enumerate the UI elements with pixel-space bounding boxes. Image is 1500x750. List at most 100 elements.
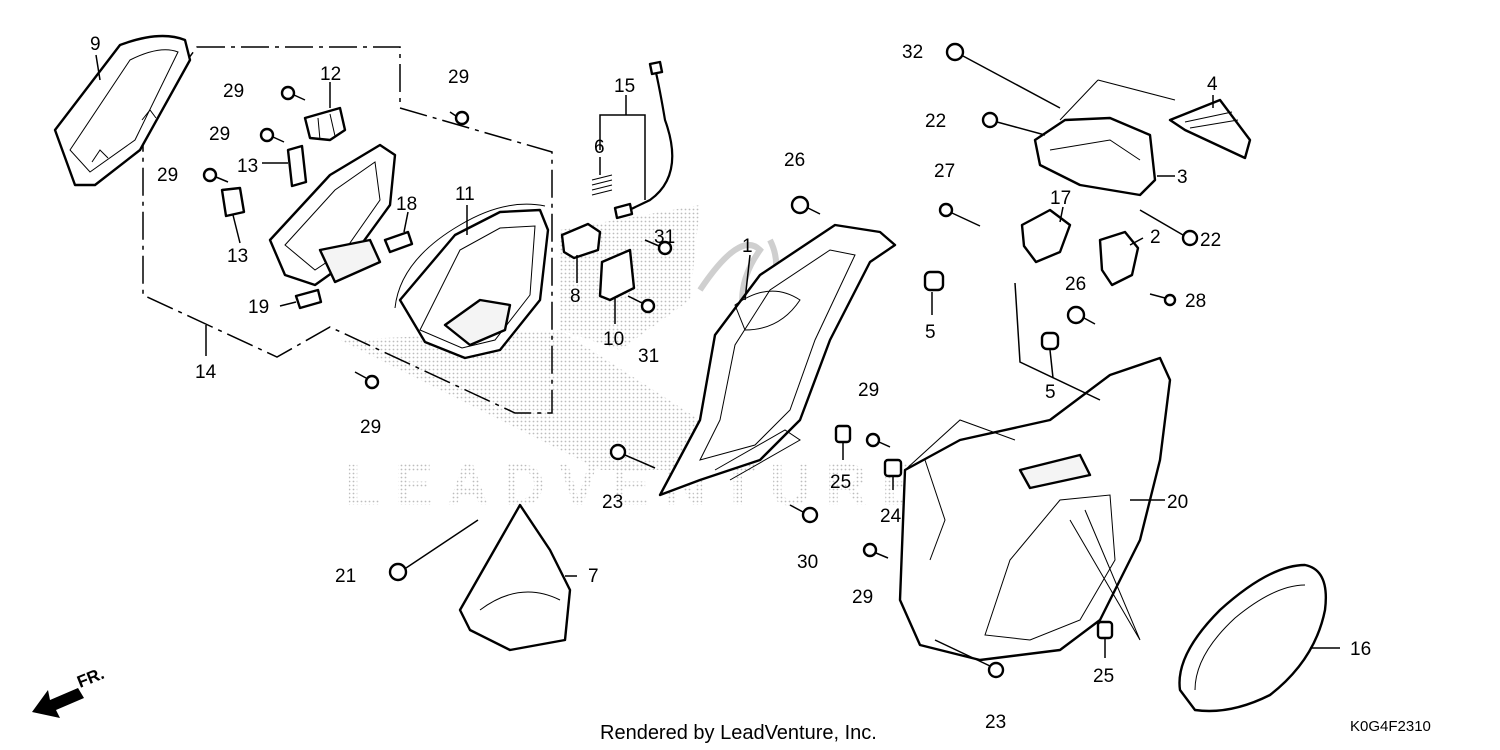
part-16-pad [1178,563,1327,713]
part-10-bracket [598,248,636,302]
callout-11: 11 [455,184,475,205]
part-3-cover [1033,116,1157,197]
part-17-bracket [1020,208,1072,264]
callout-24: 24 [880,506,902,527]
callout-4: 4 [1207,74,1218,95]
callout-5: 5 [1045,382,1056,403]
part-14-inner-panel [268,143,397,287]
callout-16: 16 [1350,639,1371,660]
callouts: 9 12 29 29 29 13 29 13 18 11 19 14 29 15… [90,34,1371,733]
callout-23: 23 [602,492,623,513]
callout-29: 29 [223,81,244,102]
callout-29: 29 [448,67,469,88]
leader-lines [95,54,1340,658]
callout-7: 7 [588,566,599,587]
front-label: FR. [74,664,107,692]
callout-15: 15 [614,76,635,97]
callout-31: 31 [654,227,675,248]
part-15-cable [613,60,674,220]
screw-icon [1163,293,1177,307]
callout-14: 14 [195,362,217,383]
part-9-lid [53,34,192,187]
screw-icon [202,167,218,183]
part-18-clip [383,230,414,254]
callout-27: 27 [934,161,955,182]
diagram-code: K0G4F2310 [1350,718,1431,735]
screw-icon [801,506,819,524]
callout-29: 29 [209,124,230,145]
callout-29: 29 [852,587,873,608]
screw-icon [609,443,627,461]
screw-icon [454,110,470,126]
grommet-icon [790,195,810,215]
callout-22: 22 [1200,230,1221,251]
part-2-hook [1098,230,1140,287]
callout-25: 25 [830,472,851,493]
part-7-lower-cover [458,503,572,652]
screw-icon [640,298,656,314]
callout-19: 19 [248,297,269,318]
callout-9: 9 [90,34,101,55]
screw-icon [865,432,881,448]
callout-21: 21 [335,566,356,587]
part-1-inner-cover [658,223,897,497]
callout-25: 25 [1093,666,1114,687]
part-6-spring [591,174,613,196]
screw-icon [364,374,380,390]
arrow-left-icon [32,688,84,718]
callout-20: 20 [1167,492,1188,513]
part-8-latch [560,222,602,260]
callout-26: 26 [1065,274,1086,295]
callout-29: 29 [858,380,879,401]
callout-1: 1 [742,236,753,257]
callout-28: 28 [1185,291,1206,312]
front-direction-indicator: FR. [32,664,107,718]
callout-5: 5 [925,322,936,343]
part-13-clip-a [286,144,308,188]
callout-30: 30 [797,552,818,573]
part-11-storage-box [394,203,550,360]
screw-icon [862,542,878,558]
callout-26: 26 [784,150,805,171]
callout-2: 2 [1150,227,1161,248]
part-4-trim [1168,98,1252,160]
screw-icon [987,661,1005,679]
callout-13: 13 [227,246,248,267]
screw-icon [657,240,673,256]
grommet-icon [1066,305,1086,325]
clip-icon [883,458,903,478]
callout-12: 12 [320,64,341,85]
bushing-icon [923,270,945,292]
bolt-icon [945,42,965,62]
part-12-bracket [303,106,347,142]
callout-13: 13 [237,156,258,177]
callout-32: 32 [902,42,923,63]
callout-18: 18 [396,194,417,215]
bolt-icon [1181,229,1199,247]
callout-3: 3 [1177,167,1188,188]
clip-icon [1096,620,1114,640]
callout-22: 22 [925,111,946,132]
callout-8: 8 [570,286,581,307]
watermark-text: LEADVENTURE [345,453,934,518]
callout-17: 17 [1050,188,1071,209]
screw-icon [938,202,954,218]
bolt-icon [981,111,999,129]
callout-10: 10 [603,329,624,350]
screw-icon [280,85,296,101]
callout-29: 29 [157,165,178,186]
callout-31: 31 [638,346,659,367]
credit-text: Rendered by LeadVenture, Inc. [600,722,877,744]
assembly-outline [142,46,553,414]
callout-23: 23 [985,712,1006,733]
part-19-clip [294,288,323,310]
screw-icon [259,127,275,143]
callout-29: 29 [360,417,381,438]
rivet-icon [388,562,408,582]
part-13-clip-b [220,186,246,218]
fasteners [202,42,1199,679]
clip-icon [834,424,852,444]
callout-6: 6 [594,137,605,158]
